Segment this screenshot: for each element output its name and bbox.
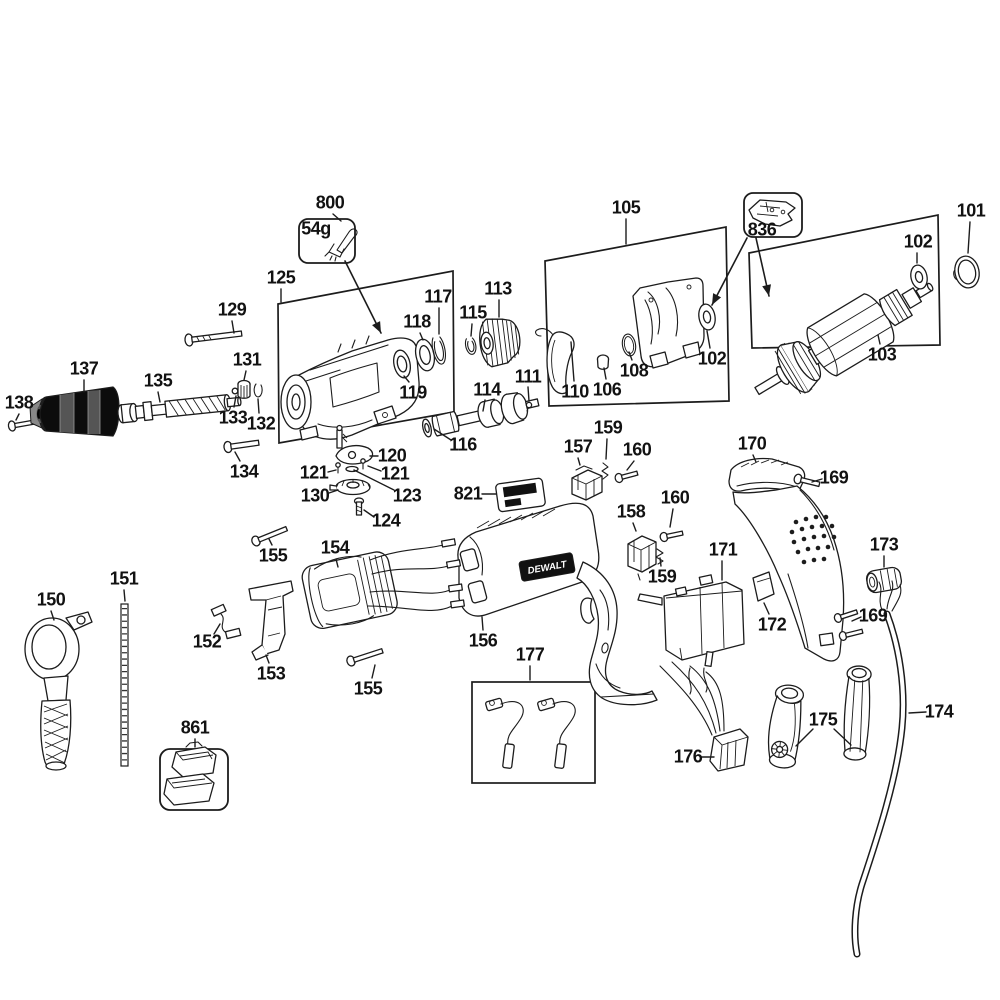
switch-171	[637, 574, 745, 695]
cam-130	[329, 478, 371, 496]
bearing-101	[953, 255, 980, 289]
chuck-137	[29, 386, 120, 437]
cord-sleeve-175-right	[843, 665, 872, 761]
spindle-135	[117, 394, 242, 424]
field-coil-154	[301, 538, 465, 630]
bearing-102-rear	[910, 264, 928, 290]
brush-plate-callout-box	[743, 192, 803, 238]
gasket-110	[535, 328, 575, 395]
lead-wires-176	[659, 661, 749, 772]
screw-155-upper	[251, 525, 289, 547]
gear-113	[479, 318, 521, 368]
screw-129	[184, 330, 243, 347]
jumper-wire-152	[210, 603, 242, 640]
spring-159-lower	[655, 548, 664, 565]
armature-drawing	[754, 282, 934, 396]
motor-housing-drawing: DEWALT	[457, 502, 658, 706]
brush-holder-157	[571, 465, 603, 501]
bearing-118	[414, 338, 436, 372]
pin-121-right	[360, 458, 366, 470]
grip-dots	[789, 514, 837, 565]
gearcase-drawing	[280, 335, 420, 441]
screw-134	[223, 439, 260, 454]
handle-cover-170	[728, 457, 845, 662]
carbon-brush-left	[485, 697, 524, 769]
grease-callout-box	[298, 218, 356, 264]
leader-lines	[15, 213, 971, 758]
pin-106	[596, 354, 610, 370]
grease-tube-icon	[324, 228, 358, 262]
retaining-ring-115	[464, 337, 477, 355]
depth-rod-151	[120, 603, 129, 767]
retaining-ring-132	[253, 383, 263, 398]
ball-133	[231, 387, 239, 395]
brush-plate-icon	[748, 199, 796, 227]
armature-group-box	[748, 213, 941, 349]
wedge-172	[752, 571, 775, 602]
screws-169-lower	[833, 609, 864, 642]
carbon-brush-right	[537, 697, 576, 769]
cord-protector-173	[865, 566, 903, 594]
screw-169-upper	[793, 473, 821, 488]
screw-111	[525, 401, 533, 412]
shaft-assembly-114	[421, 392, 540, 438]
bearing-102-front	[698, 303, 716, 331]
cord-sleeve-175-left	[767, 684, 805, 769]
screw-160-lower	[659, 530, 684, 543]
spring-159-upper	[601, 462, 609, 480]
screw-160-upper	[614, 470, 639, 484]
bearing-119	[393, 349, 411, 379]
inner-housing-half	[632, 277, 705, 369]
nameplate-821	[495, 477, 546, 513]
wire-terminals	[440, 538, 465, 609]
bracket-153	[248, 580, 294, 661]
bushing-131	[237, 379, 251, 399]
brush-kit-box	[471, 681, 596, 784]
brush-holder-158	[627, 535, 657, 581]
side-handle-150	[24, 611, 93, 771]
screw-124	[353, 497, 365, 516]
retaining-ring-117	[431, 336, 447, 365]
power-cord-174	[851, 580, 907, 958]
screw-155-lower	[346, 648, 384, 667]
kit-box-icon	[163, 741, 217, 806]
pin-121-left	[335, 462, 341, 474]
